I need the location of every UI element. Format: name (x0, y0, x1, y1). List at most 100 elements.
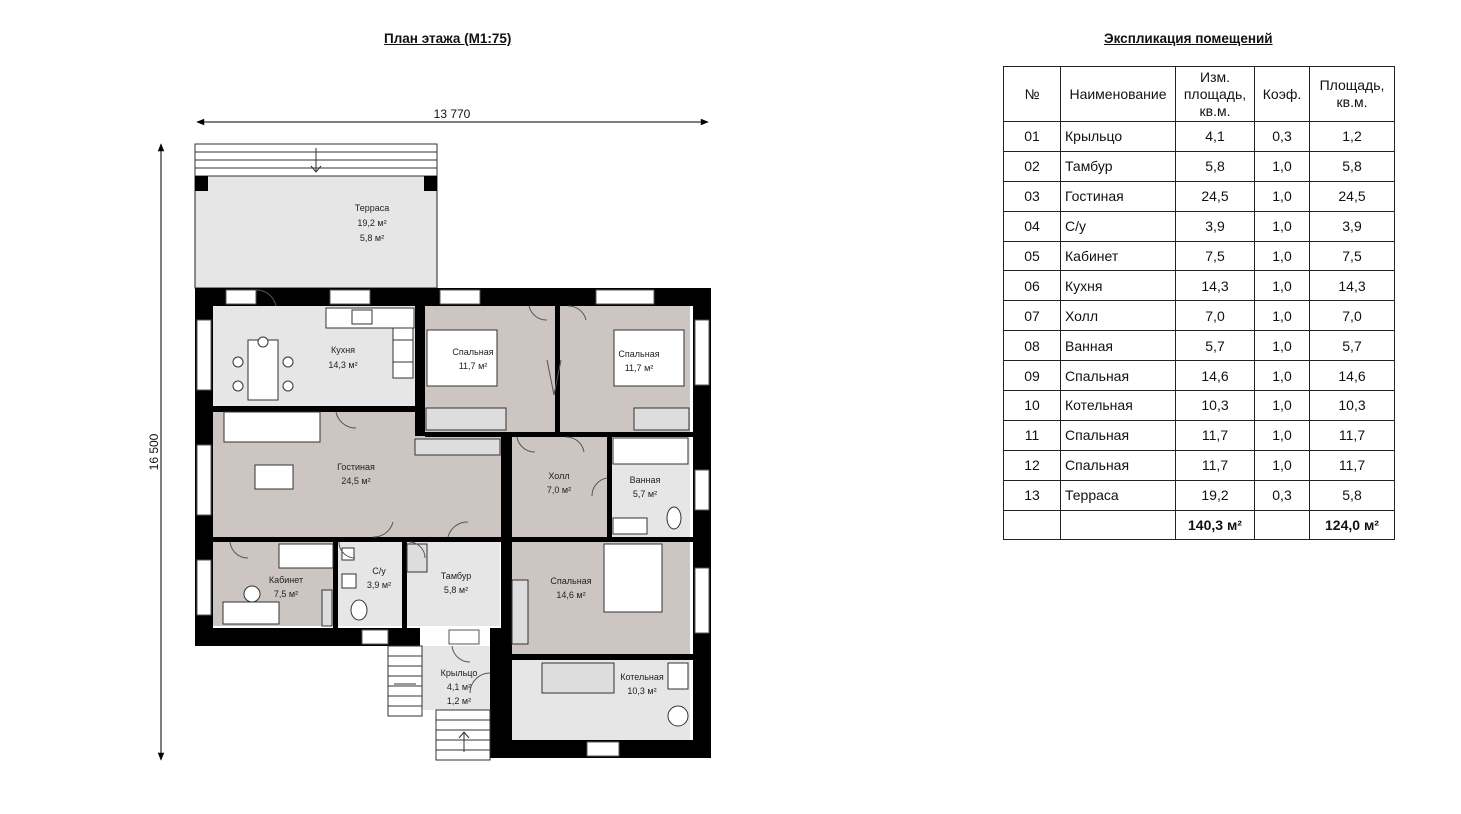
table-cell: 19,2 (1175, 479, 1255, 511)
room-vestibule-area: 5,8 м² (444, 585, 468, 595)
table-cell: 13 (1003, 479, 1061, 511)
table-cell: 1,0 (1254, 390, 1310, 421)
table-cell: 11,7 (1309, 419, 1395, 451)
table-cell: 1,0 (1254, 270, 1310, 302)
room-vestibule-name: Тамбур (441, 571, 472, 581)
table-cell: 14,3 (1309, 270, 1395, 302)
windows (196, 289, 710, 757)
room-bedroom11-area: 11,7 м² (459, 361, 488, 371)
room-floors (213, 306, 690, 740)
table-cell: 08 (1003, 330, 1061, 362)
room-wc-area: 3,9 м² (367, 580, 391, 590)
table-cell: 1,0 (1254, 449, 1310, 481)
table-cell: 11,7 (1309, 449, 1395, 481)
room-living-name: Гостиная (337, 462, 375, 472)
room-bedroom12-name: Спальная (618, 349, 659, 359)
floor-plan: 13 770 16 500 (147, 107, 711, 761)
table-cell: 1,0 (1254, 360, 1310, 392)
room-study-area: 7,5 м² (274, 589, 298, 599)
table-cell: 5,8 (1175, 150, 1255, 182)
table-cell: Холл (1060, 300, 1176, 332)
col-name: Наименование (1060, 66, 1176, 122)
table-cell: 1,2 (1309, 121, 1395, 152)
col-number: № (1003, 66, 1061, 122)
room-porch-area: 4,1 м² (447, 682, 471, 692)
table-cell: 09 (1003, 360, 1061, 392)
table-cell: Спальная (1060, 419, 1176, 451)
plan-title: План этажа (М1:75) (384, 31, 512, 46)
table-cell: 4,1 (1175, 121, 1255, 152)
interior-walls (213, 306, 693, 660)
table-cell: 7,5 (1309, 240, 1395, 272)
table-cell: 06 (1003, 270, 1061, 302)
table-cell: 0,3 (1254, 479, 1310, 511)
room-boiler-area: 10,3 м² (627, 686, 656, 696)
height-dimension-label: 16 500 (147, 433, 161, 470)
height-dimension: 16 500 (147, 143, 165, 761)
room-bedroom11-name: Спальная (452, 347, 493, 357)
table-cell: 5,8 (1309, 479, 1395, 511)
room-hall-area: 7,0 м² (547, 485, 571, 495)
table-cell: 07 (1003, 300, 1061, 332)
room-study-name: Кабинет (269, 575, 303, 585)
room-living-area: 24,5 м² (341, 476, 370, 486)
table-cell: 5,7 (1175, 330, 1255, 362)
table-cell: 5,8 (1309, 150, 1395, 182)
table-cell: 1,0 (1254, 180, 1310, 212)
empty-cell (1254, 509, 1310, 541)
table-cell: 01 (1003, 121, 1061, 152)
empty-cell (1003, 509, 1061, 541)
table-cell: Крыльцо (1060, 121, 1176, 152)
table-cell: Котельная (1060, 390, 1176, 421)
table-cell: 3,9 (1309, 210, 1395, 242)
table-cell: 11,7 (1175, 449, 1255, 481)
room-wc-name: С/у (372, 566, 386, 576)
room-hall-name: Холл (548, 471, 569, 481)
table-cell: Спальная (1060, 449, 1176, 481)
table-cell: 11 (1003, 419, 1061, 451)
col-coefficient: Коэф. (1254, 66, 1310, 122)
furniture (222, 307, 690, 727)
table-cell: 05 (1003, 240, 1061, 272)
table-title: Экспликация помещений (1104, 31, 1273, 46)
room-terrace-area2: 5,8 м² (360, 233, 384, 243)
table-cell: Кухня (1060, 270, 1176, 302)
table-cell: 24,5 (1309, 180, 1395, 212)
table-cell: 02 (1003, 150, 1061, 182)
table-cell: 10,3 (1175, 390, 1255, 421)
table-cell: Ванная (1060, 330, 1176, 362)
width-dimension-label: 13 770 (434, 107, 471, 121)
total-cell: 124,0 м² (1309, 509, 1395, 541)
room-terrace-name: Терраса (355, 203, 390, 213)
table-cell: Спальная (1060, 360, 1176, 392)
room-porch-area2: 1,2 м² (447, 696, 471, 706)
table-cell: Гостиная (1060, 180, 1176, 212)
table-cell: 11,7 (1175, 419, 1255, 451)
room-kitchen-name: Кухня (331, 345, 355, 355)
table-cell: 10,3 (1309, 390, 1395, 421)
table-cell: 3,9 (1175, 210, 1255, 242)
room-kitchen-area: 14,3 м² (328, 360, 357, 370)
terrace-area (194, 143, 438, 289)
table-cell: 24,5 (1175, 180, 1255, 212)
table-cell: 12 (1003, 449, 1061, 481)
doors (229, 289, 608, 694)
table-cell: 5,7 (1309, 330, 1395, 362)
table-cell: 1,0 (1254, 210, 1310, 242)
table-cell: 04 (1003, 210, 1061, 242)
porch-steps (387, 645, 491, 761)
table-cell: 1,0 (1254, 330, 1310, 362)
explication-table: № Наименование Изм. площадь, кв.м. Коэф.… (1003, 66, 1395, 541)
